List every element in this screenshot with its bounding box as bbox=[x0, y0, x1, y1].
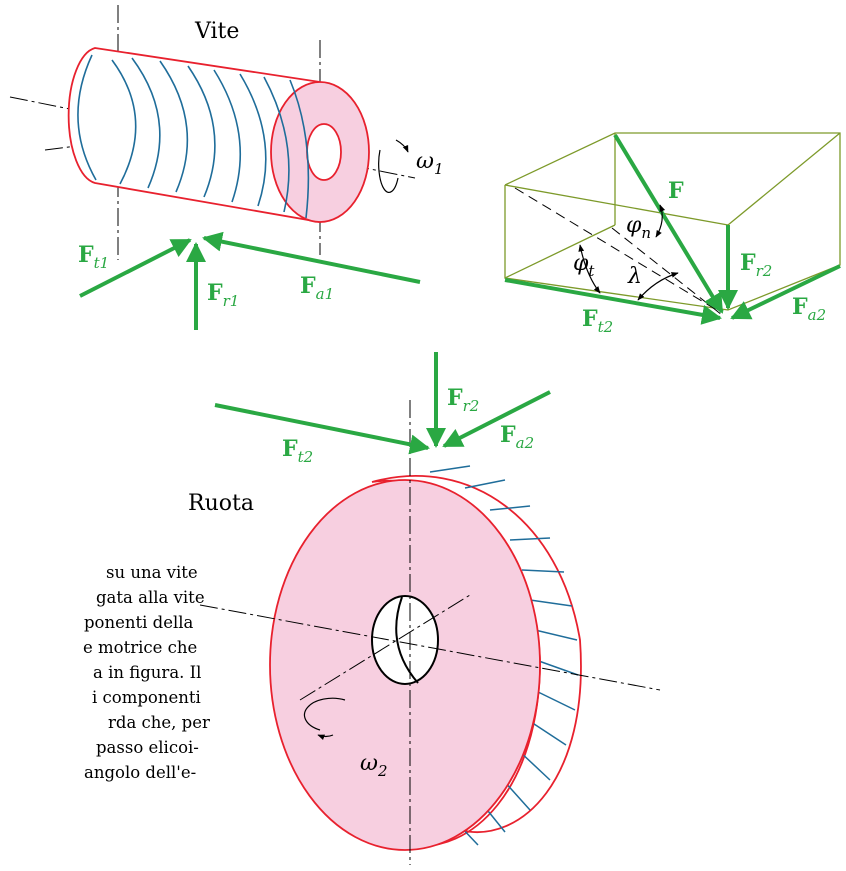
Ft2-box-arrow bbox=[504, 278, 722, 325]
wheel-hub bbox=[371, 595, 439, 685]
Ft1-label: Ft1 bbox=[78, 242, 109, 272]
text-line: a in figura. Il bbox=[93, 663, 202, 682]
Ft2-box-label: Ft2 bbox=[582, 306, 613, 336]
F-label: F bbox=[668, 178, 684, 204]
Fa2-box-label: Fa2 bbox=[792, 294, 826, 324]
text-line: ponenti della bbox=[84, 613, 194, 632]
Fa2-wheel-label: Fa2 bbox=[500, 422, 534, 452]
vite-label: Vite bbox=[194, 19, 239, 44]
Fa1-label: Fa1 bbox=[300, 273, 334, 303]
text-line: angolo dell'e- bbox=[84, 763, 197, 782]
text-line: su una vite bbox=[106, 563, 198, 582]
Ft2-wheel-label: Ft2 bbox=[282, 436, 313, 466]
wheel-forces bbox=[214, 352, 551, 455]
text-line: rda che, per bbox=[108, 713, 210, 732]
wheel: ω2 Ruota bbox=[188, 400, 661, 865]
Ft1-arrow bbox=[79, 238, 192, 298]
wheel-axis bbox=[199, 604, 661, 691]
wheel-aux-line bbox=[299, 594, 471, 701]
text-line: e motrice che bbox=[83, 638, 198, 657]
text-line: gata alla vite bbox=[96, 588, 205, 607]
wheel-teeth bbox=[429, 465, 579, 846]
Fa2-box-arrow bbox=[730, 264, 841, 320]
Fr2-wheel-label: Fr2 bbox=[447, 385, 479, 415]
ruota-label: Ruota bbox=[188, 491, 254, 516]
lambda-label: λ bbox=[627, 264, 642, 289]
phi-t-label: φt bbox=[573, 251, 595, 280]
omega1-rotation-arrow bbox=[378, 149, 399, 194]
F-arrow bbox=[613, 133, 724, 314]
text-line: i componenti bbox=[92, 688, 201, 707]
force-box-vectors bbox=[504, 133, 841, 325]
omega1-label: ω1 bbox=[416, 149, 444, 178]
Fr2-box-label: Fr2 bbox=[740, 250, 772, 280]
body-text-fragment: su una vite gata alla vite ponenti della… bbox=[28, 560, 210, 785]
worm-bore bbox=[306, 123, 342, 181]
omega2-rotation-arrow bbox=[303, 697, 346, 731]
worm-threads bbox=[77, 54, 310, 219]
Fa2-wheel-arrow bbox=[442, 390, 551, 448]
omega2-label: ω2 bbox=[360, 751, 388, 780]
worm: ω1 Vite bbox=[9, 5, 444, 260]
text-line: passo elicoi- bbox=[96, 738, 199, 757]
phi-n-label: φn bbox=[626, 213, 651, 242]
worm-forces bbox=[79, 231, 421, 330]
force-box-construction bbox=[514, 187, 723, 316]
Ft2-wheel-arrow bbox=[214, 403, 430, 455]
Fa1-arrow bbox=[202, 231, 421, 284]
angle-arcs bbox=[578, 204, 679, 301]
Fr1-label: Fr1 bbox=[207, 280, 239, 310]
worm-body bbox=[67, 47, 321, 224]
